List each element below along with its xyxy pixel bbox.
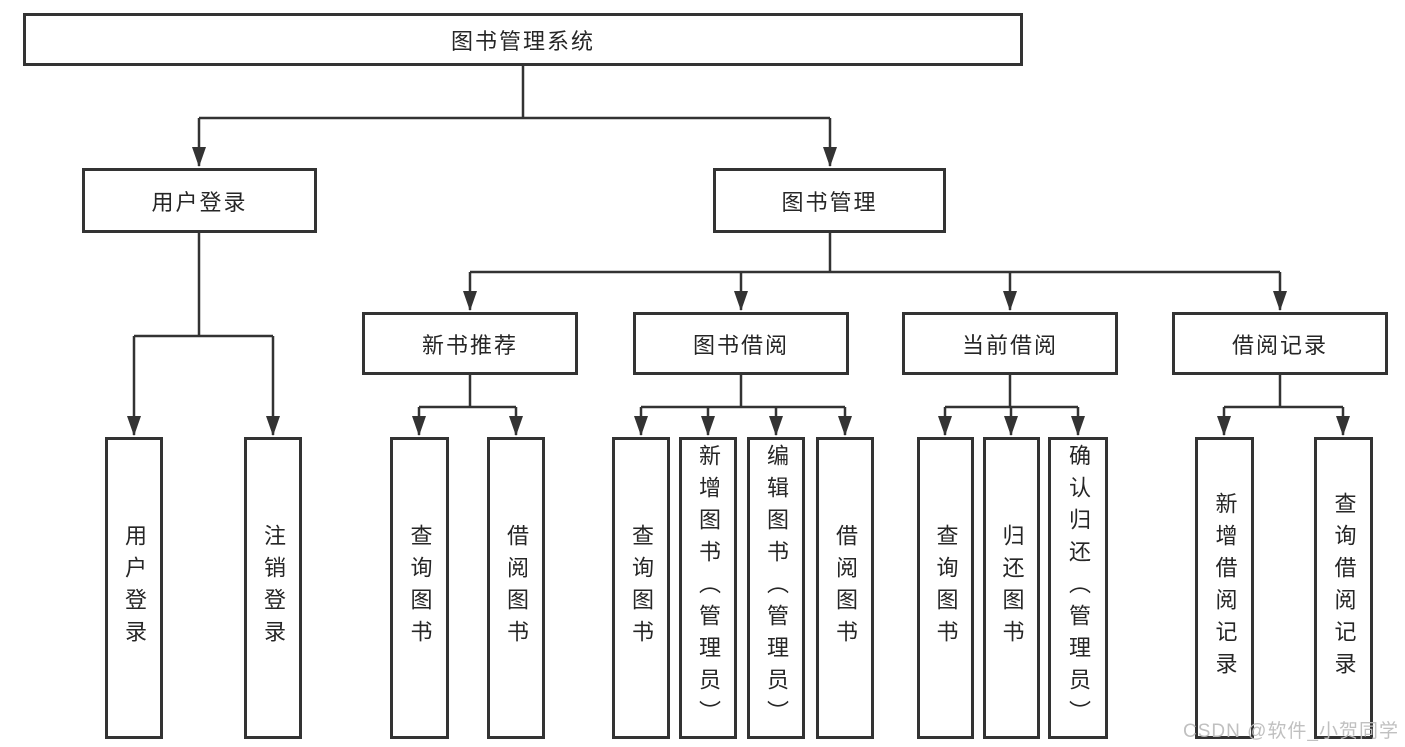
- leaf-label: 查询图书: [629, 524, 654, 652]
- node-user-login: 用户登录: [82, 168, 317, 233]
- leaf-label: 新增图书（管理员）: [696, 444, 721, 732]
- node-book-borrow: 图书借阅: [633, 312, 849, 375]
- leaf-confirm-return-admin: 确认归还（管理员）: [1048, 437, 1108, 739]
- leaf-label: 归还图书: [999, 524, 1025, 652]
- csdn-watermark: CSDN @软件_小贺同学: [1183, 721, 1399, 742]
- node-label: 图书管理系统: [450, 28, 595, 54]
- leaf-logout: 注销登录: [244, 437, 302, 739]
- leaf-borrow-books-2: 借阅图书: [816, 437, 874, 739]
- node-borrow-records: 借阅记录: [1172, 312, 1388, 375]
- node-label: 当前借阅: [961, 332, 1058, 358]
- connector-root-to-level2: [192, 66, 837, 167]
- node-label: 新书推荐: [421, 332, 518, 358]
- connector-new-book-branch: [412, 375, 523, 436]
- leaf-label: 确认归还（管理员）: [1066, 444, 1091, 732]
- connector-user-login-branch: [127, 233, 280, 436]
- leaf-edit-book-admin: 编辑图书（管理员）: [747, 437, 805, 739]
- leaf-query-books-1: 查询图书: [390, 437, 449, 739]
- leaf-label: 注销登录: [261, 524, 286, 652]
- leaf-label: 查询图书: [933, 524, 959, 652]
- leaf-label: 用户登录: [122, 524, 147, 652]
- leaf-return-book: 归还图书: [983, 437, 1040, 739]
- node-book-management: 图书管理: [713, 168, 946, 233]
- leaf-query-books-2: 查询图书: [612, 437, 670, 739]
- leaf-label: 查询借阅记录: [1331, 492, 1357, 684]
- leaf-add-borrow-record: 新增借阅记录: [1195, 437, 1254, 739]
- node-label: 图书借阅: [692, 332, 789, 358]
- leaf-label: 查询图书: [407, 524, 433, 652]
- leaf-label: 借阅图书: [833, 524, 858, 652]
- leaf-query-books-3: 查询图书: [917, 437, 974, 739]
- node-label: 借阅记录: [1231, 332, 1328, 358]
- connector-current-borrow-branch: [938, 375, 1085, 436]
- leaf-add-book-admin: 新增图书（管理员）: [679, 437, 737, 739]
- leaf-label: 新增借阅记录: [1212, 492, 1238, 684]
- connector-borrow-records-branch: [1217, 375, 1350, 436]
- node-label: 用户登录: [151, 189, 248, 215]
- leaf-borrow-books-1: 借阅图书: [487, 437, 545, 739]
- leaf-user-login: 用户登录: [105, 437, 163, 739]
- leaf-label: 编辑图书（管理员）: [764, 444, 789, 732]
- connector-book-borrow-branch: [634, 375, 852, 436]
- node-label: 图书管理: [781, 189, 878, 215]
- leaf-label: 借阅图书: [504, 524, 529, 652]
- node-current-borrow: 当前借阅: [902, 312, 1118, 375]
- node-root-system: 图书管理系统: [23, 13, 1023, 66]
- node-new-book-recommend: 新书推荐: [362, 312, 578, 375]
- leaf-query-borrow-record: 查询借阅记录: [1314, 437, 1373, 739]
- connector-book-mgmt-to-level3: [463, 233, 1287, 311]
